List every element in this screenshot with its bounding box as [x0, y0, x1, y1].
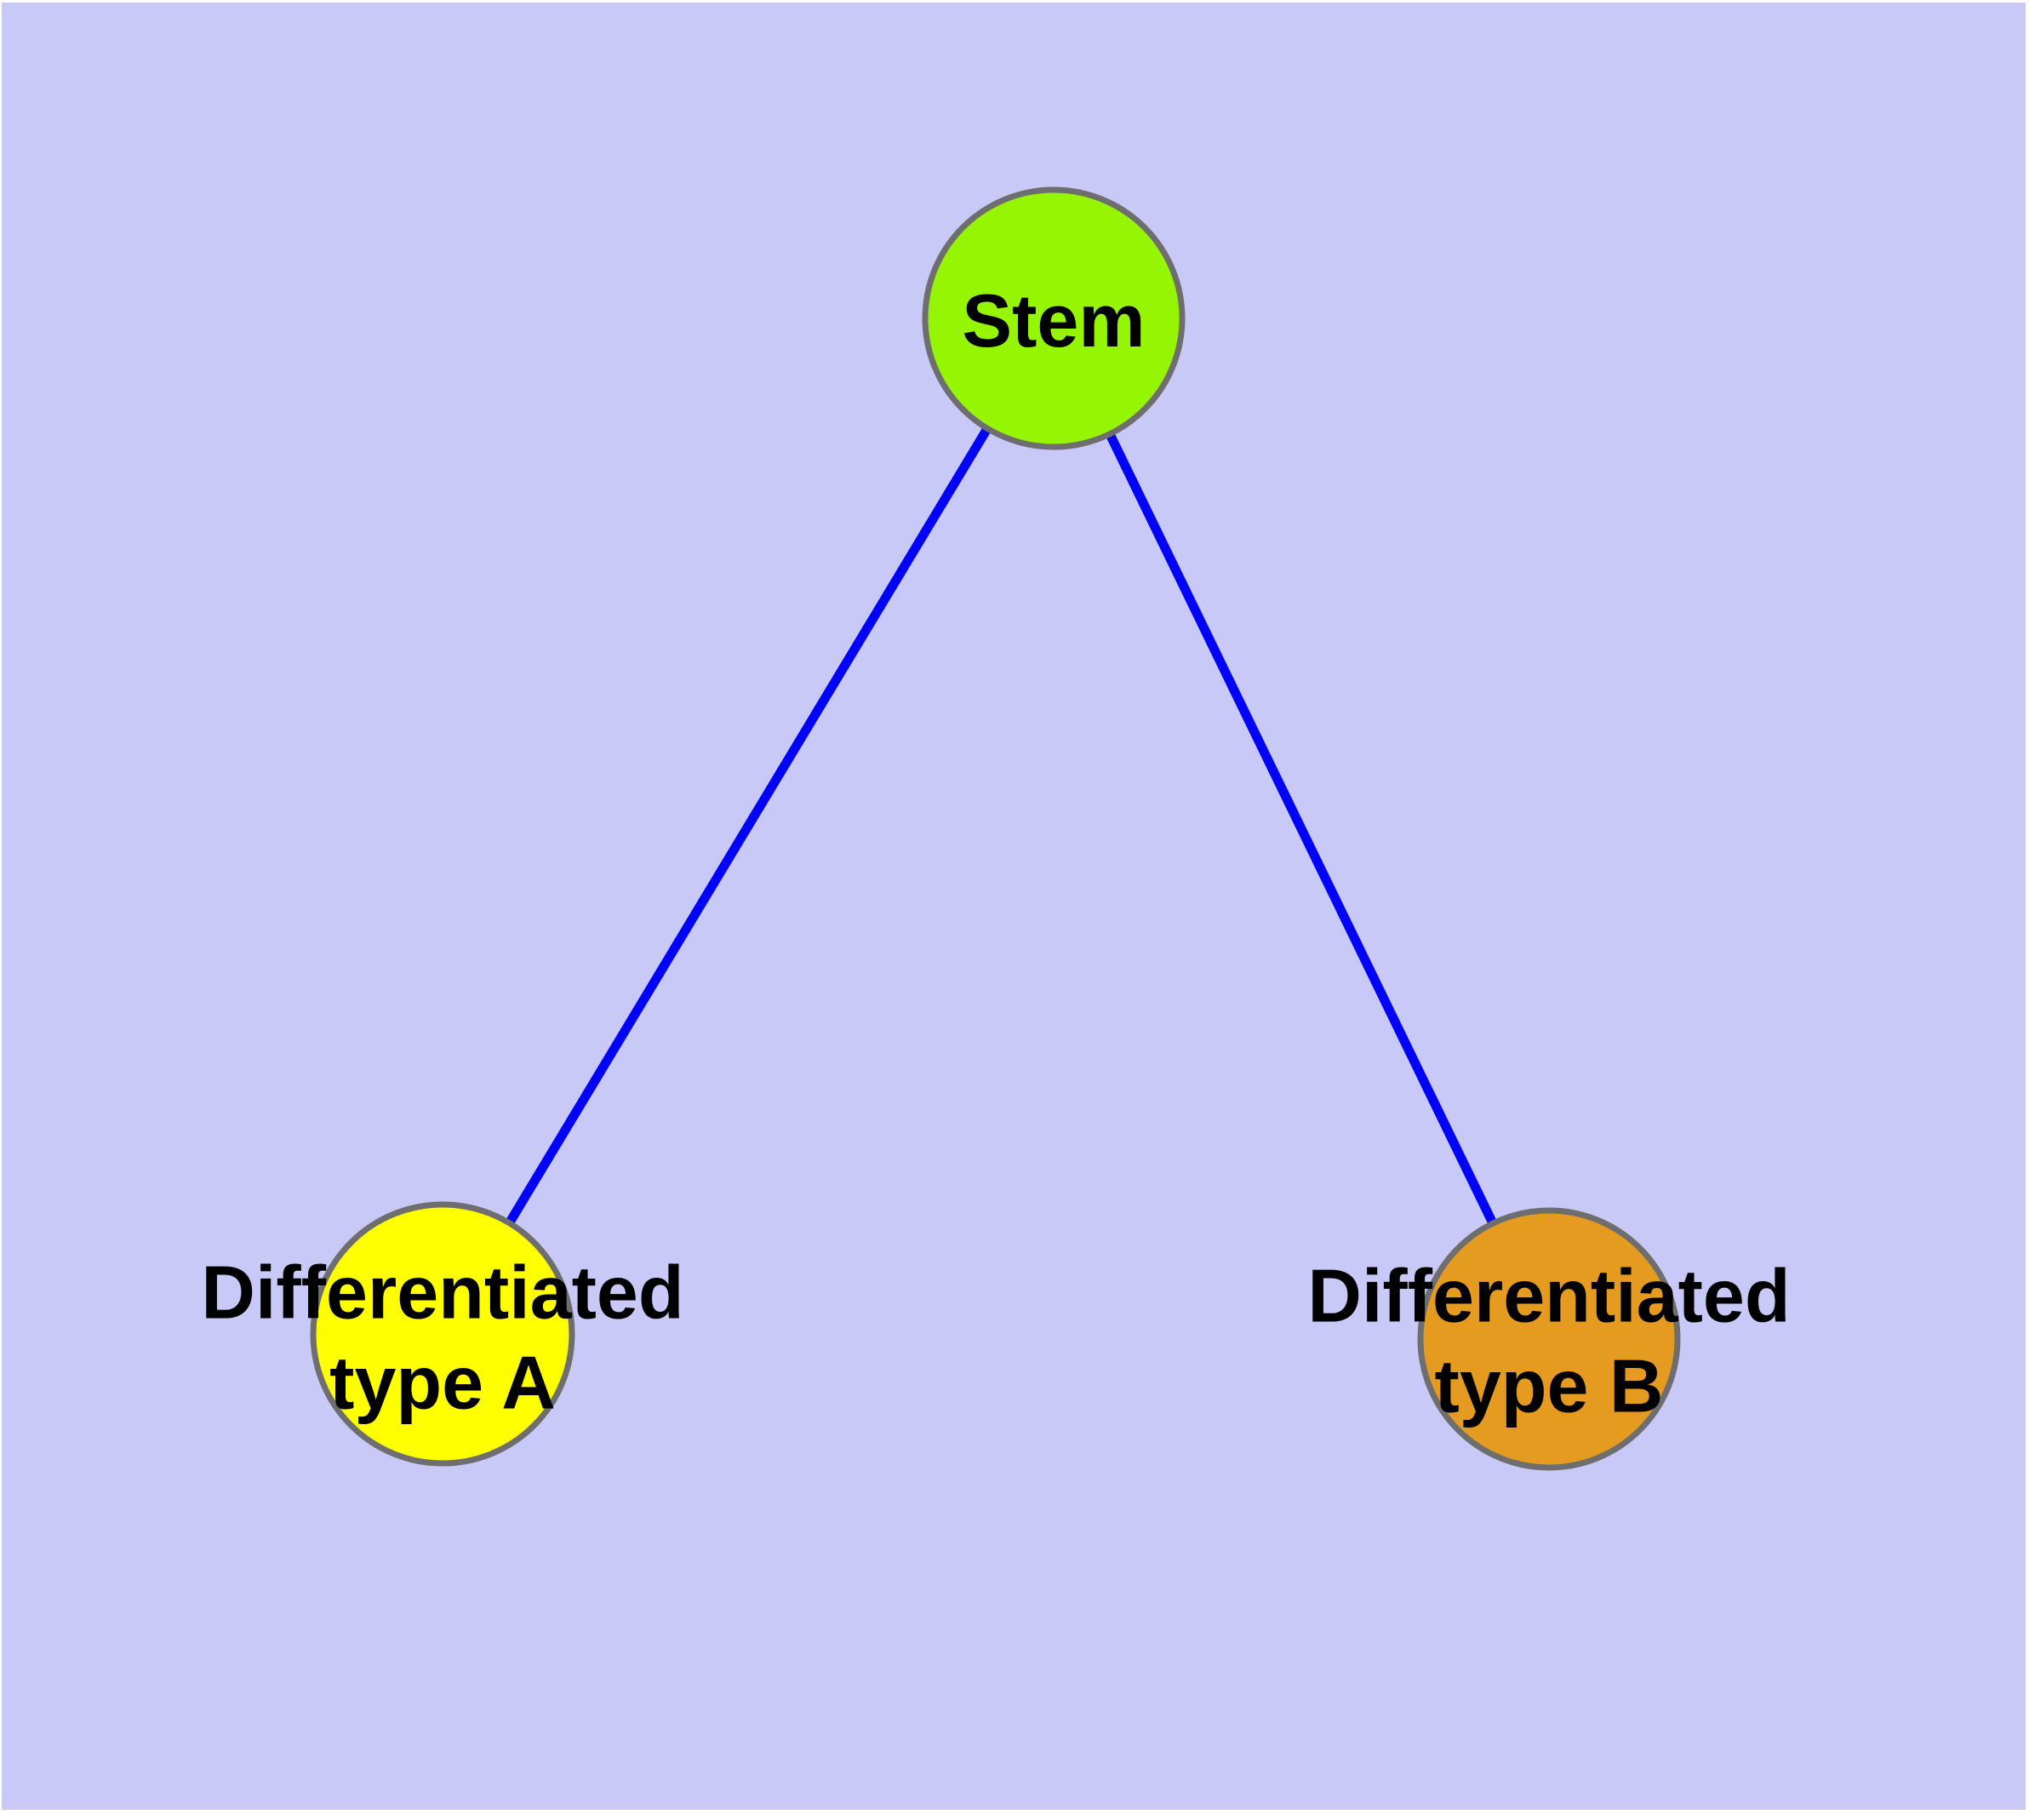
node-typeB-label: Differentiated type B	[1307, 1251, 1790, 1430]
node-stem-label: Stem	[962, 278, 1146, 363]
node-typeA-label: Differentiated type A	[201, 1247, 683, 1427]
node-typeB-label-line2: type B	[1434, 1343, 1664, 1428]
node-typeB-label-line1: Differentiated	[1307, 1253, 1791, 1338]
node-typeA-label-line1: Differentiated	[201, 1250, 684, 1335]
node-typeA-circle	[310, 1201, 575, 1467]
edge-stem-to-typeA	[438, 316, 1058, 1336]
node-typeA-label-line2: type A	[329, 1340, 556, 1424]
node-stem-circle	[922, 186, 1186, 450]
node-typeB-circle	[1417, 1207, 1681, 1471]
edge-stem-to-typeB	[1049, 316, 1553, 1342]
